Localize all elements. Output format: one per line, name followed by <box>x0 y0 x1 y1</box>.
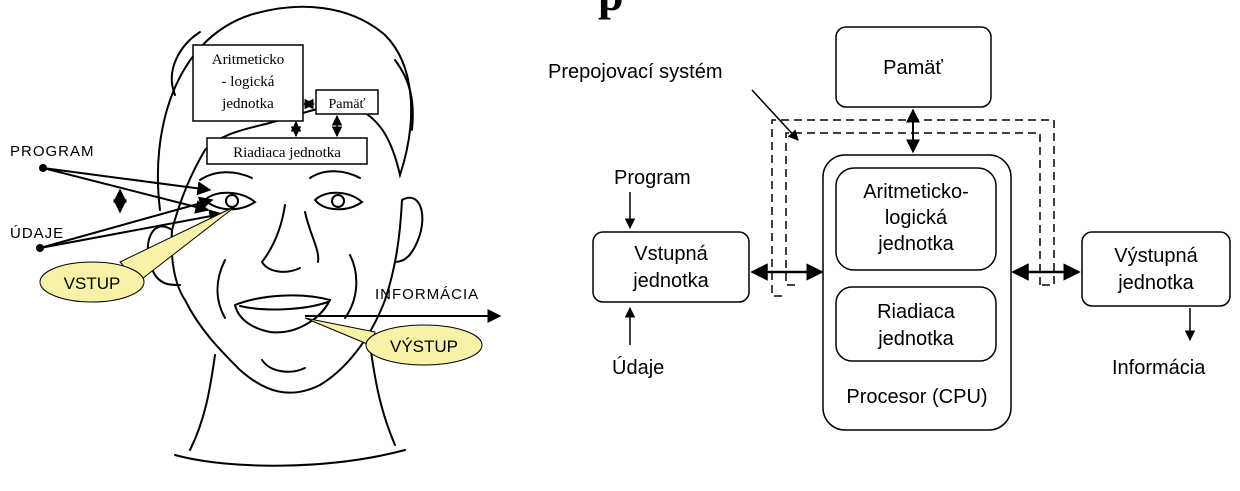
brain-alu-line2: - logická <box>222 74 275 90</box>
output-unit-box: Výstupná jednotka <box>1081 231 1231 307</box>
interconnect-label: Prepojovací systém <box>548 61 723 83</box>
face-input-arrows <box>36 164 224 252</box>
memory-box: Pamäť <box>835 26 992 108</box>
input-bubble: VSTUP <box>39 205 237 303</box>
hair <box>156 5 413 231</box>
memory-label: Pamäť <box>883 57 943 79</box>
alu-line3: jednotka <box>877 233 954 255</box>
brain-memory-label: Pamäť <box>328 97 365 112</box>
brain-control-box: Riadiaca jednotka <box>206 137 368 165</box>
processor-box: Aritmeticko- logická jednotka Riadiaca j… <box>822 154 1012 431</box>
program-label: Program <box>614 167 691 189</box>
output-unit-line1: Výstupná <box>1114 245 1198 267</box>
control-line2: jednotka <box>877 328 954 350</box>
control-unit-box: Riadiaca jednotka <box>835 286 997 362</box>
alu-line2: logická <box>885 207 948 229</box>
face-outline <box>170 199 403 394</box>
processor-label: Procesor (CPU) <box>846 386 987 408</box>
neck <box>189 354 216 451</box>
information-label: Informácia <box>1112 357 1206 379</box>
collar <box>174 449 406 467</box>
left-eye <box>204 191 257 211</box>
output-bubble: VÝSTUP <box>304 317 483 366</box>
interconnect-bus <box>771 119 1055 297</box>
brain-memory-box: Pamäť <box>315 89 379 115</box>
interconnect-pointer <box>751 89 799 141</box>
control-line1: Riadiaca <box>877 301 956 323</box>
right-ear <box>394 196 424 263</box>
alu-line1: Aritmeticko- <box>863 181 969 203</box>
brain-alu-line3: jednotka <box>221 96 274 112</box>
input-unit-line1: Vstupná <box>634 243 708 265</box>
face-information-label: INFORMÁCIA <box>375 286 479 303</box>
input-unit-box: Vstupná jednotka <box>592 231 750 303</box>
input-bubble-label: VSTUP <box>64 274 121 293</box>
brain-alu-line1: Aritmeticko <box>212 52 284 68</box>
brain-control-label: Riadiaca jednotka <box>233 145 341 161</box>
input-unit-line2: jednotka <box>632 270 709 292</box>
brain-arrows <box>290 98 343 138</box>
output-unit-line2: jednotka <box>1117 272 1194 294</box>
face-illustration <box>146 5 424 467</box>
face-program-label: PROGRAM <box>10 143 95 160</box>
alu-box: Aritmeticko- logická jednotka <box>835 167 997 271</box>
brain-alu-box: Aritmeticko - logická jednotka <box>192 44 304 122</box>
output-bubble-label: VÝSTUP <box>390 337 458 356</box>
face-data-label: ÚDAJE <box>10 225 64 242</box>
nose <box>260 204 301 273</box>
mouth <box>233 294 332 334</box>
title-fragment: p <box>598 0 624 20</box>
data-label: Údaje <box>612 356 664 379</box>
right-eye <box>314 191 364 211</box>
left-ear <box>146 225 181 286</box>
